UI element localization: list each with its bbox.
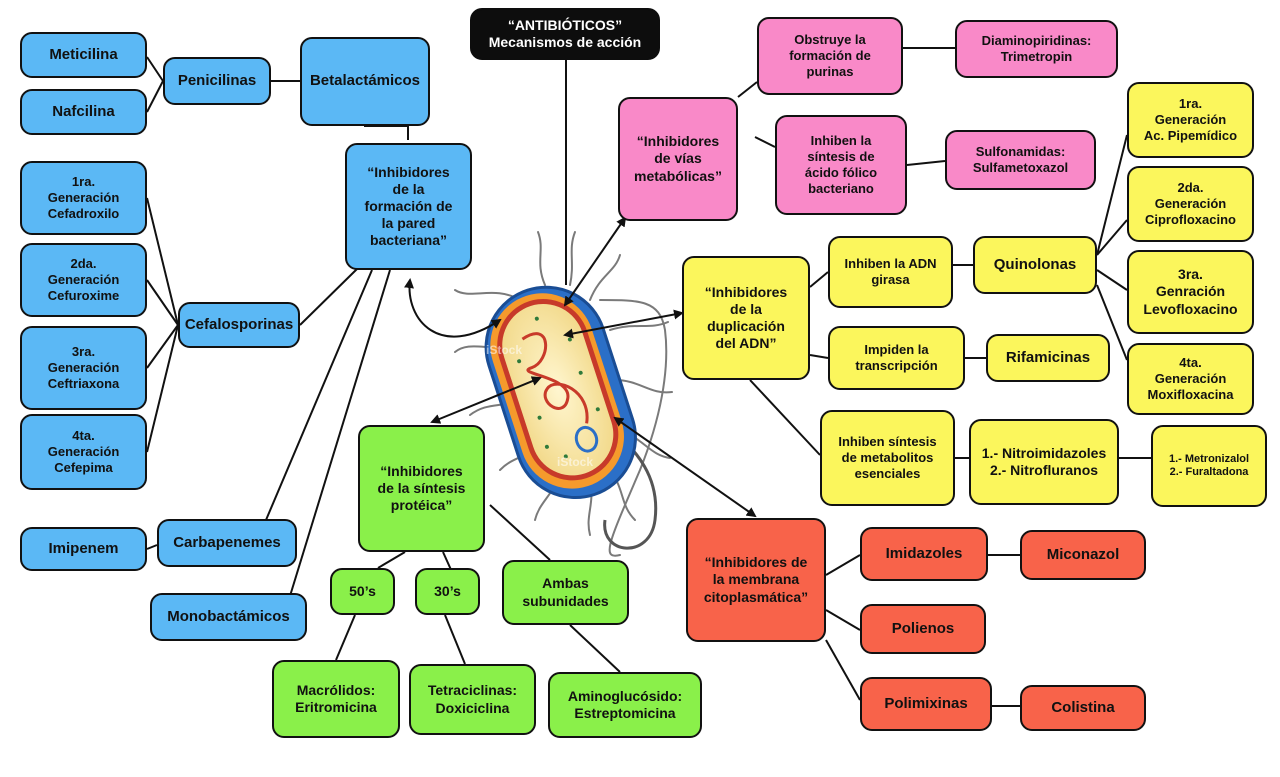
cefalosporina-gen3-node: 3ra. Generación Ceftriaxona bbox=[20, 326, 147, 410]
both-subunits-node: Ambas subunidades bbox=[502, 560, 629, 625]
nitroimidazoles-node: 1.- Nitroimidazoles 2.- Nitrofluranos bbox=[969, 419, 1119, 505]
dna-duplication-inhibitors-node: “Inhibidores de la duplicación del ADN” bbox=[682, 256, 810, 380]
cefalosporina-gen4-node: 4ta. Generación Cefepima bbox=[20, 414, 147, 490]
imipenem-node: Imipenem bbox=[20, 527, 147, 571]
aminoglucosido-node: Aminoglucósido: Estreptomicina bbox=[548, 672, 702, 738]
nafcilina-node: Nafcilina bbox=[20, 89, 147, 135]
rifamicinas-node: Rifamicinas bbox=[986, 334, 1110, 382]
transcription-node: Impiden la transcripción bbox=[828, 326, 965, 390]
quinolona-gen4-node: 4ta. Generación Moxifloxacina bbox=[1127, 343, 1254, 415]
cefalosporina-gen1-node: 1ra. Generación Cefadroxilo bbox=[20, 161, 147, 235]
cefalosporinas-node: Cefalosporinas bbox=[178, 302, 300, 348]
metabolite-synthesis-node: Inhiben síntesis de metabolitos esencial… bbox=[820, 410, 955, 506]
title-line-1: “ANTIBIÓTICOS” bbox=[507, 16, 623, 33]
monobactamicos-node: Monobactámicos bbox=[150, 593, 307, 641]
sulfonamidas-node: Sulfonamidas: Sulfametoxazol bbox=[945, 130, 1096, 190]
macrolidos-node: Macrólidos: Eritromicina bbox=[272, 660, 400, 738]
metronizalol-node: 1.- Metronizalol 2.- Furaltadona bbox=[1151, 425, 1267, 507]
title-line-2: Mecanismos de acción bbox=[488, 34, 642, 50]
cefalosporina-gen2-node: 2da. Generación Cefuroxime bbox=[20, 243, 147, 317]
quinolonas-node: Quinolonas bbox=[973, 236, 1097, 294]
miconazol-node: Miconazol bbox=[1020, 530, 1146, 580]
folic-acid-synthesis-node: Inhiben la síntesis de ácido fólico bact… bbox=[775, 115, 907, 215]
cell-wall-inhibitors-node: “Inhibidores de la formación de la pared… bbox=[345, 143, 472, 270]
penicilinas-node: Penicilinas bbox=[163, 57, 271, 105]
diaminopiridinas-node: Diaminopiridinas: Trimetropin bbox=[955, 20, 1118, 78]
polienos-node: Polienos bbox=[860, 604, 986, 654]
carbapenemes-node: Carbapenemes bbox=[157, 519, 297, 567]
quinolona-gen2-node: 2da. Generación Ciprofloxacino bbox=[1127, 166, 1254, 242]
subunit-50s-node: 50’s bbox=[330, 568, 395, 615]
protein-synthesis-inhibitors-node: “Inhibidores de la síntesis protéica” bbox=[358, 425, 485, 552]
meticilina-node: Meticilina bbox=[20, 32, 147, 78]
dna-gyrase-node: Inhiben la ADN girasa bbox=[828, 236, 953, 308]
quinolona-gen3-node: 3ra. Genración Levofloxacino bbox=[1127, 250, 1254, 334]
membrane-inhibitors-node: “Inhibidores de la membrana citoplasmáti… bbox=[686, 518, 826, 642]
watermark-text: iStock bbox=[486, 343, 523, 357]
polimixinas-node: Polimixinas bbox=[860, 677, 992, 731]
quinolona-gen1-node: 1ra. Generación Ac. Pipemídico bbox=[1127, 82, 1254, 158]
betalactamicos-node: Betalactámicos bbox=[300, 37, 430, 126]
bacterium-illustration bbox=[454, 231, 673, 557]
tetraciclinas-node: Tetraciclinas: Doxiciclina bbox=[409, 664, 536, 735]
watermark-text: iStock bbox=[557, 455, 594, 469]
metabolic-pathway-inhibitors-node: “Inhibidores de vías metabólicas” bbox=[618, 97, 738, 221]
subunit-30s-node: 30’s bbox=[415, 568, 480, 615]
imidazoles-node: Imidazoles bbox=[860, 527, 988, 581]
colistina-node: Colistina bbox=[1020, 685, 1146, 731]
diagram-title: “ANTIBIÓTICOS”Mecanismos de acción bbox=[470, 8, 660, 60]
purine-formation-node: Obstruye la formación de purinas bbox=[757, 17, 903, 95]
